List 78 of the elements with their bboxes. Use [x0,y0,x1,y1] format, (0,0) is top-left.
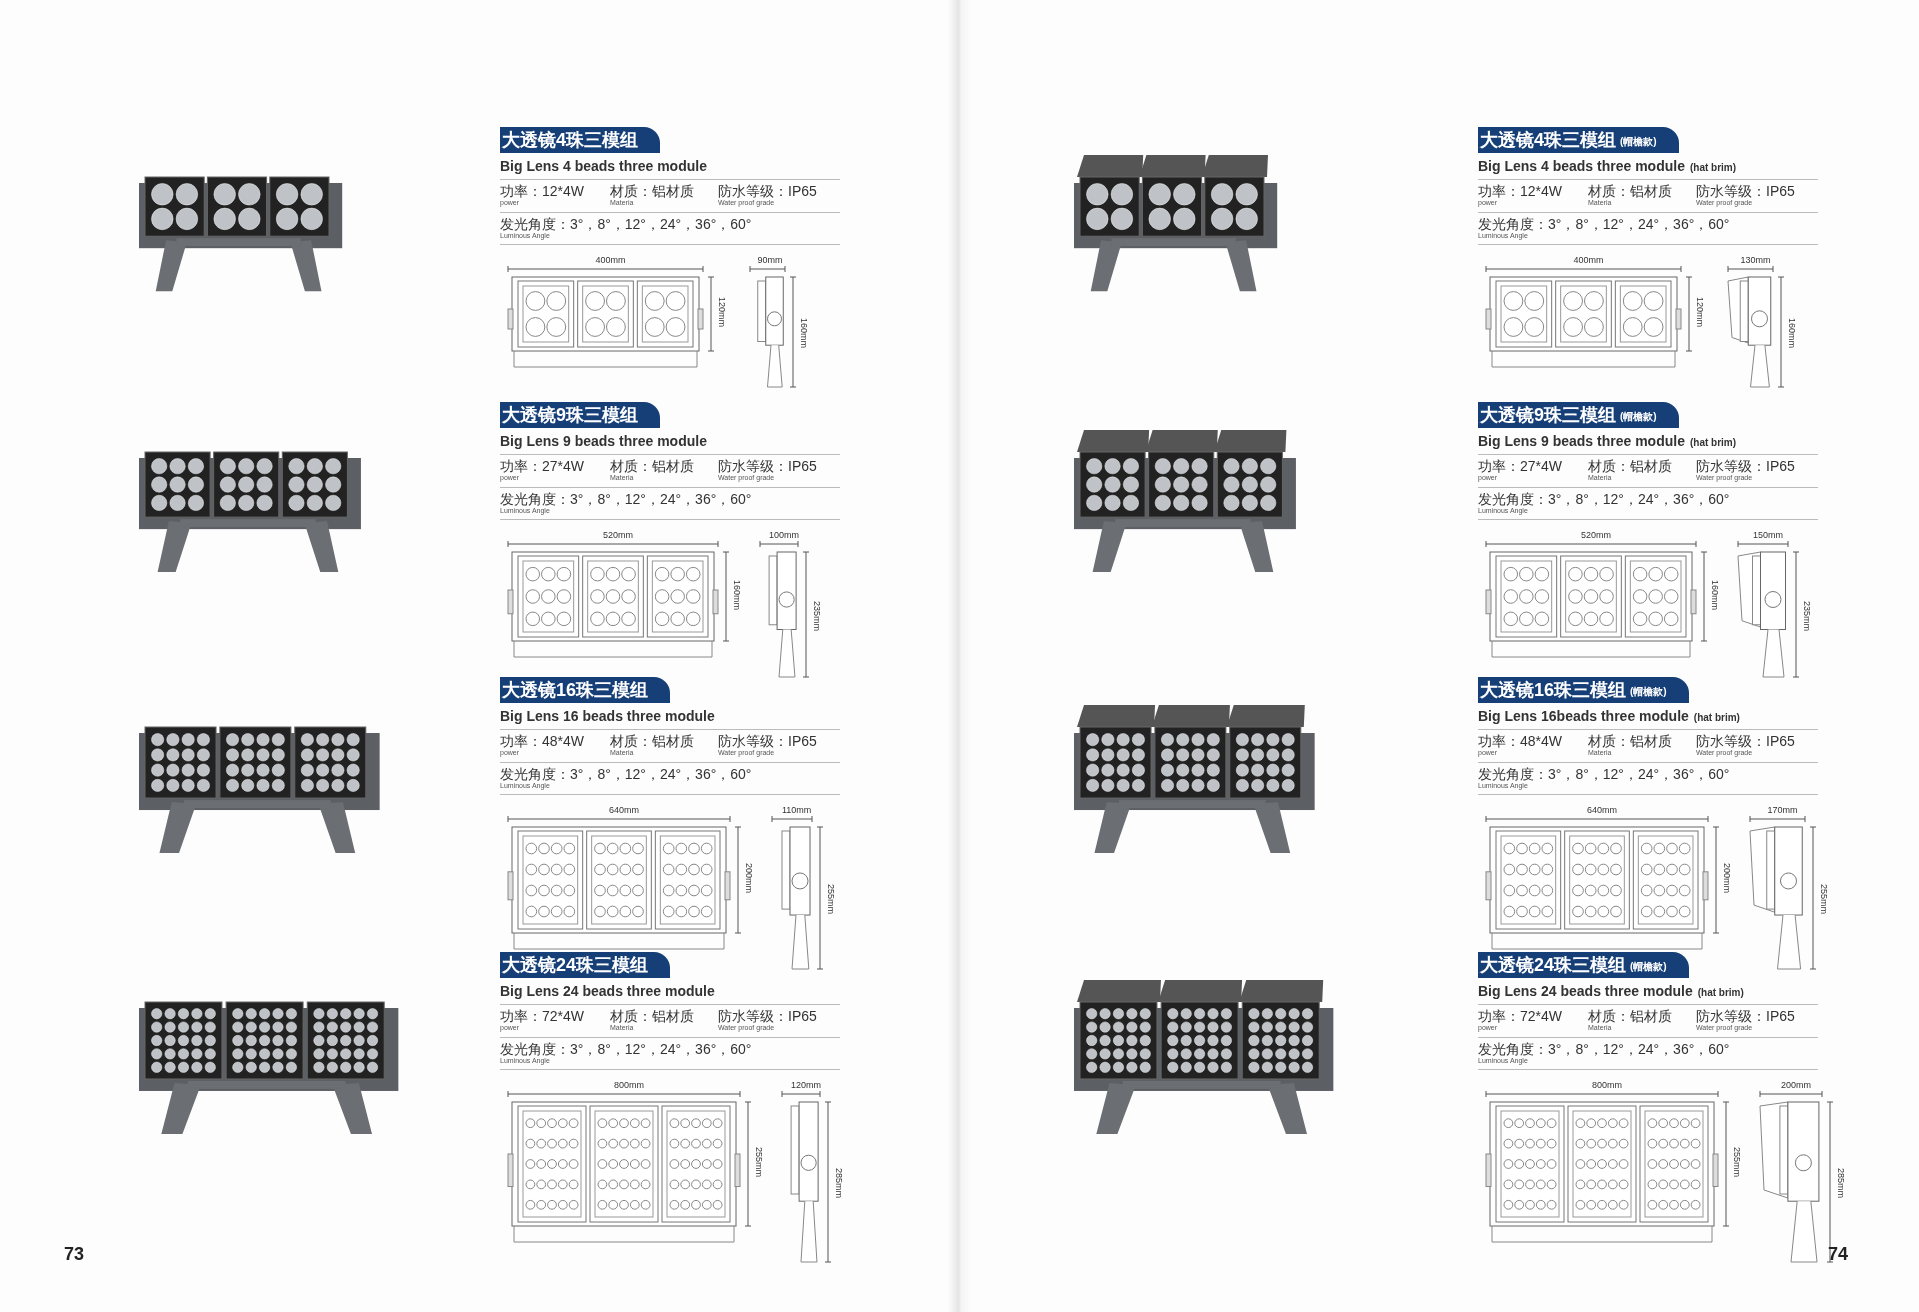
dimension-label: 200mm [1722,863,1732,893]
title-banner: 大透镜16珠三模组 (帽檐款) [1478,677,1689,703]
spec-text: 功率：12*4W [500,183,585,199]
spec-text: 功率：48*4W [1478,733,1563,749]
title-banner: 大透镜9珠三模组 [500,402,660,428]
dimension-label: 520mm [1581,530,1611,540]
spec-text: 防水等级：IP65 [1696,183,1795,199]
spec-text: 发光角度：3°，8°，12°，24°，36°，60° [1478,216,1730,232]
title-banner: 大透镜16珠三模组 [500,677,671,703]
dimension-label: 120mm [791,1080,821,1090]
dimension-label: 255mm [826,884,836,914]
title-banner: 大透镜4珠三模组 (帽檐款) [1478,127,1679,153]
spec-text: 防水等级：IP65 [1696,733,1795,749]
spec-text: 防水等级：IP65 [718,1008,817,1024]
dimension-label: 90mm [757,255,783,265]
dimension-label: 800mm [614,1080,644,1090]
dimension-label: 130mm [1740,255,1771,265]
spec-text: 发光角度：3°，8°，12°，24°，36°，60° [500,216,752,232]
spec-text: 材质：铝材质 [610,183,694,199]
spec-text: 功率：27*4W [500,458,585,474]
spec-text: 防水等级：IP65 [718,733,817,749]
dimension-label: 170mm [1767,805,1798,815]
spec-text: 材质：铝材质 [1588,733,1672,749]
spec-text: 发光角度：3°，8°，12°，24°，36°，60° [500,491,752,507]
dimension-label: 285mm [1836,1168,1846,1198]
dimension-label: 200mm [1781,1080,1811,1090]
spec-text: 功率：48*4W [500,733,585,749]
dimension-label: 160mm [732,579,742,610]
dimension-label: 255mm [1732,1147,1742,1177]
spec-text: 材质：铝材质 [1588,1008,1672,1024]
dimension-label: 160mm [1787,318,1797,348]
spec-text: 功率：12*4W [1478,183,1563,199]
dimension-label: 520mm [603,530,633,540]
dimension-label: 235mm [812,600,822,631]
dimension-label: 255mm [1819,884,1829,914]
dimension-label: 200mm [744,863,754,893]
dimension-label: 640mm [609,805,639,815]
spec-text: 防水等级：IP65 [1696,1008,1795,1024]
variant-note: (hat brim) [1689,162,1737,173]
dimension-label: 285mm [834,1168,844,1198]
dimension-label: 400mm [1573,255,1604,265]
spec-text: 防水等级：IP65 [718,458,817,474]
spec-text: 材质：铝材质 [610,733,694,749]
spec-text: 发光角度：3°，8°，12°，24°，36°，60° [1478,766,1730,782]
spec-text: 发光角度：3°，8°，12°，24°，36°，60° [500,766,752,782]
spec-text: 发光角度：3°，8°，12°，24°，36°，60° [1478,491,1730,507]
variant-note: (hat brim) [1693,712,1740,723]
dimension-label: 235mm [1802,600,1812,631]
title-banner: 大透镜9珠三模组 (帽檐款) [1478,402,1679,428]
dimension-label: 255mm [754,1147,764,1177]
spec-text: 材质：铝材质 [1588,458,1672,474]
spec-text: 材质：铝材质 [1588,183,1672,199]
spec-text: 防水等级：IP65 [718,183,817,199]
dimension-label: 120mm [1695,297,1705,327]
dimension-label: 640mm [1587,805,1617,815]
spec-text: 发光角度：3°，8°，12°，24°，36°，60° [1478,1041,1730,1057]
spec-text: 功率：27*4W [1478,458,1563,474]
variant-note: (hat brim) [1689,437,1737,448]
dimension-label: 100mm [769,530,799,540]
title-banner: 大透镜4珠三模组 [500,127,660,153]
page-number: 74 [1828,1244,1849,1265]
title-banner: 大透镜24珠三模组 (帽檐款) [1478,952,1689,978]
variant-note: (hat brim) [1697,987,1744,998]
spec-text: 发光角度：3°，8°，12°，24°，36°，60° [500,1041,752,1057]
dimension-label: 110mm [782,805,812,815]
spec-text: 材质：铝材质 [610,458,694,474]
dimension-label: 160mm [799,318,809,348]
spec-text: 功率：72*4W [500,1008,585,1024]
spec-text: 防水等级：IP65 [1696,458,1795,474]
spec-text: 功率：72*4W [1478,1008,1563,1024]
dimension-label: 150mm [1753,530,1783,540]
dimension-label: 120mm [717,297,727,327]
spec-text: 材质：铝材质 [610,1008,694,1024]
dimension-label: 160mm [1710,579,1720,610]
title-banner: 大透镜24珠三模组 [500,952,671,978]
dimension-label: 400mm [595,255,626,265]
dimension-label: 800mm [1592,1080,1622,1090]
page-number: 73 [64,1244,85,1265]
